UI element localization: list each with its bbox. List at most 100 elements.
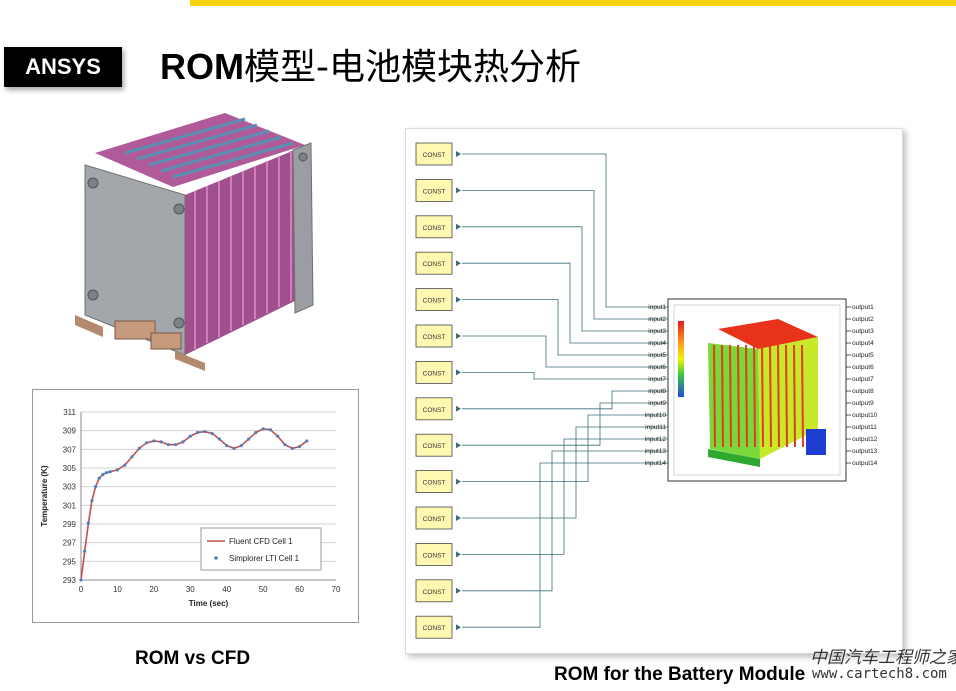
series-point-lti [174, 443, 178, 447]
slide-title-cn: 模型-电池模块热分析 [244, 47, 581, 88]
wire [462, 190, 668, 320]
const-port-arrow [456, 333, 461, 339]
const-port-arrow [456, 478, 461, 485]
const-block-label: CONST [423, 370, 446, 377]
const-block [415, 506, 453, 530]
series-point-lti [283, 443, 287, 447]
const-block [415, 251, 453, 275]
rom-output-label: output13 [852, 448, 878, 455]
y-tick-label: 299 [63, 520, 77, 529]
rom-output-label: output12 [852, 436, 878, 443]
series-point-lti [305, 439, 309, 443]
legend-label-cfd: Fluent CFD Cell 1 [229, 537, 293, 546]
thermal-cell-fin [793, 344, 796, 448]
const-block [415, 397, 453, 421]
rom-output-label: output6 [852, 364, 874, 371]
const-block [415, 215, 453, 239]
rom-input-label: input2 [648, 316, 666, 323]
y-tick-label: 301 [63, 501, 77, 510]
rom-output-label: output3 [852, 328, 874, 335]
const-block-label: CONST [423, 261, 446, 268]
series-point-lti [144, 441, 149, 445]
x-tick-label: 60 [295, 585, 304, 594]
rom-input-label: input14 [645, 460, 667, 467]
series-point-lti [268, 428, 273, 432]
rom-output-label: output9 [852, 400, 874, 407]
y-tick-label: 297 [63, 539, 77, 548]
const-port-arrow [456, 260, 461, 267]
series-point-lti [195, 430, 200, 435]
y-tick-label: 293 [63, 576, 77, 585]
const-block-label: CONST [423, 625, 446, 632]
legend-label-lti: Simplorer LTI Cell 1 [229, 554, 300, 563]
const-block [415, 433, 453, 457]
rom-input-label: input10 [645, 412, 667, 419]
const-port-arrow [456, 369, 461, 376]
wire [462, 226, 668, 332]
thermal-cell-fin [801, 344, 804, 448]
rom-input-label: input8 [648, 388, 666, 395]
series-point-lti [188, 434, 192, 438]
wire [462, 402, 668, 446]
series-point-lti [115, 468, 120, 472]
thermal-cell-fin [713, 344, 716, 448]
series-point-lti [217, 437, 222, 441]
series-point-lti [130, 455, 134, 459]
legend-swatch-lti [214, 556, 218, 560]
y-axis-label: Temperature (K) [40, 465, 49, 527]
series-point-lti [90, 499, 94, 503]
rom-input-label: input7 [648, 376, 666, 383]
const-block-label: CONST [423, 407, 446, 414]
y-tick-label: 303 [63, 483, 77, 492]
wire [462, 299, 668, 356]
thermal-cell-fin [753, 344, 756, 448]
y-tick-label: 311 [63, 408, 76, 417]
rom-output-label: output14 [852, 460, 878, 467]
const-port-arrow [456, 405, 461, 412]
rom-output-label: output8 [852, 388, 874, 395]
const-block-label: CONST [423, 152, 446, 159]
battery-module-image [75, 113, 314, 371]
const-port-arrow [456, 587, 461, 594]
const-port-arrow [456, 624, 461, 631]
rom-input-label: input9 [648, 400, 666, 407]
const-port-arrow [456, 223, 461, 230]
slide-title-en: ROM [160, 46, 244, 87]
rom-input-label: input11 [645, 424, 666, 431]
const-block-label: CONST [423, 334, 446, 341]
ansys-logo: ANSYS [4, 47, 122, 87]
rom-input-label: input6 [648, 364, 666, 371]
const-port-arrow [456, 187, 461, 194]
series-point-lti [83, 549, 87, 553]
series-point-lti [290, 446, 294, 450]
thermal-cell-fin [777, 344, 780, 448]
const-block-label: CONST [423, 443, 446, 450]
series-point-lti [79, 578, 83, 582]
y-tick-label: 295 [63, 557, 77, 566]
series-point-lti [246, 437, 251, 441]
x-tick-label: 50 [259, 585, 268, 594]
const-block [415, 179, 453, 202]
rom-output-label: output11 [852, 424, 877, 431]
x-axis-label: Time (sec) [189, 599, 229, 608]
thermal-cell-fin [745, 344, 748, 448]
x-tick-label: 30 [186, 585, 195, 594]
series-point-lti [276, 434, 280, 438]
const-block-label: CONST [423, 480, 446, 487]
y-tick-label: 305 [63, 464, 77, 473]
rom-input-label: input5 [648, 352, 666, 359]
series-point-lti [108, 470, 112, 474]
series-point-lti [181, 440, 185, 444]
series-point-lti [261, 427, 265, 431]
series-point-lti [123, 463, 127, 467]
series-point-lti [225, 444, 229, 448]
wire [462, 426, 668, 519]
x-tick-label: 70 [332, 585, 341, 594]
chart-legend [200, 527, 322, 571]
rom-input-label: input12 [645, 436, 667, 443]
wire [462, 335, 668, 368]
wire [462, 414, 668, 482]
const-block [415, 324, 453, 348]
thermal-terminal [806, 429, 826, 455]
const-block-label: CONST [423, 552, 446, 559]
